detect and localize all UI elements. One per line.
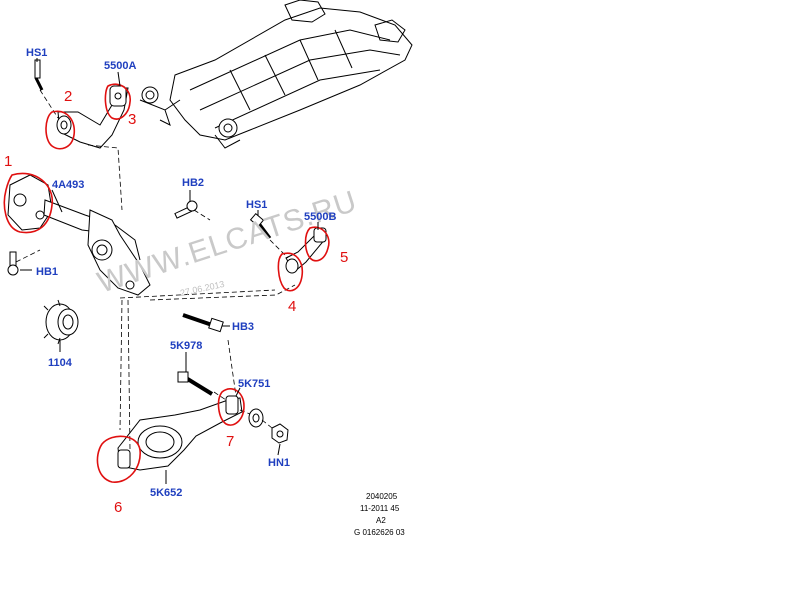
label-hb1: HB1 (36, 266, 58, 278)
label-5k751: 5K751 (238, 378, 270, 390)
ref-code-2: 11-2011 45 (360, 504, 400, 513)
callout-3: 3 (128, 111, 136, 128)
wheel-hub-1104 (43, 299, 79, 345)
mark-4 (277, 252, 304, 292)
assembly-guide-lines (15, 89, 296, 451)
bolt-hs1-top (34, 58, 44, 91)
callout-1: 1 (4, 153, 12, 170)
watermark-date: 27.06.2013 (179, 279, 225, 298)
label-4a493: 4A493 (52, 179, 84, 191)
callout-7: 7 (226, 433, 234, 450)
callout-2: 2 (64, 88, 72, 105)
bolt-hs1-right (249, 213, 272, 239)
label-5500b: 5500B (304, 211, 336, 223)
label-hb2: HB2 (182, 177, 204, 189)
label-leaders (20, 71, 319, 484)
mark-5 (304, 226, 330, 262)
mark-6 (96, 435, 141, 483)
label-5500a: 5500A (104, 60, 136, 72)
mark-2 (45, 110, 76, 150)
label-hs1-top: HS1 (26, 47, 47, 59)
mark-7 (217, 388, 245, 426)
label-hb3: HB3 (232, 321, 254, 333)
callout-4: 4 (288, 298, 296, 315)
ref-code-3: A2 (376, 516, 386, 525)
bolt-5k978 (177, 371, 214, 396)
callout-6: 6 (114, 499, 122, 516)
knuckle-4a493 (7, 174, 151, 296)
label-1104: 1104 (48, 357, 73, 369)
label-5k652: 5K652 (150, 487, 182, 499)
ref-code-1: 2040205 (366, 492, 398, 501)
upper-arm-5500a (56, 85, 129, 149)
label-hs1-right: HS1 (246, 199, 267, 211)
ref-code-4: G 0162626 03 (354, 528, 405, 537)
rear-subframe (139, 0, 413, 149)
mark-3 (104, 83, 131, 120)
bolt-hb1 (7, 251, 19, 276)
label-hn1: HN1 (268, 457, 290, 469)
bolt-hb3 (182, 313, 224, 333)
lower-arm-5k652 (117, 395, 243, 471)
washer-and-nut (248, 408, 289, 444)
mark-1 (3, 172, 53, 234)
label-5k978: 5K978 (170, 340, 202, 352)
bolt-hb2 (174, 200, 198, 219)
highlight-marks (3, 83, 330, 483)
callout-5: 5 (340, 249, 348, 266)
